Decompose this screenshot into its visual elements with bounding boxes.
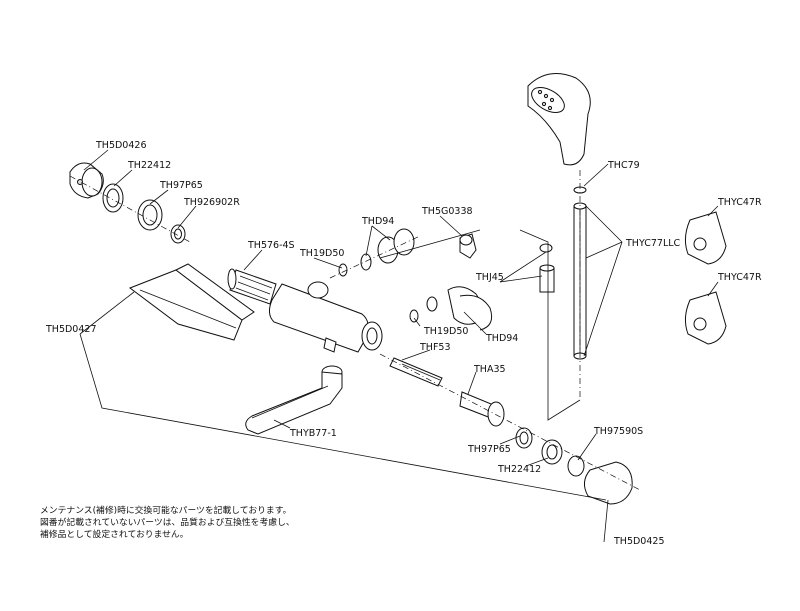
label-thyc47r-top: THYC47R — [717, 197, 762, 208]
note-line-3: 補修品として設定されておりません。 — [40, 530, 189, 540]
filter-chain — [379, 353, 641, 505]
label-th22412-bottom: TH22412 — [497, 464, 541, 475]
leader-lines — [79, 149, 719, 543]
spout — [245, 365, 343, 435]
label-th97590s: TH97590S — [593, 426, 643, 437]
note-line-2: 図番が記載されていないパーツは、品質および互換性を考慮し、 — [40, 518, 295, 528]
mixer-body — [268, 281, 383, 353]
note-line-1: メンテナンス(補修)時に交換可能なパーツを記載しております。 — [40, 506, 292, 516]
hose-adapter — [539, 243, 555, 293]
label-thc79: THC79 — [607, 160, 640, 171]
maintenance-note: メンテナンス(補修)時に交換可能なパーツを記載しております。 図番が記載されてい… — [40, 505, 360, 541]
label-tha35: THA35 — [473, 364, 506, 375]
middle-valve-parts — [409, 286, 493, 331]
label-th576-4s: TH576-4S — [247, 240, 295, 251]
part-labels: TH5D0426 TH22412 TH97P65 TH926902R TH5D0… — [45, 140, 762, 547]
label-th97p65-top: TH97P65 — [159, 180, 203, 191]
top-valve-parts — [329, 228, 421, 279]
elbow-fitting — [459, 233, 477, 259]
label-thj45: THJ45 — [475, 272, 504, 283]
label-th5d0425: TH5D0425 — [613, 536, 664, 547]
label-thyb77-1: THYB77-1 — [289, 428, 337, 439]
label-th926902r: TH926902R — [183, 197, 240, 208]
label-thf53: THF53 — [419, 342, 451, 353]
label-th97p65-bottom: TH97P65 — [467, 444, 511, 455]
left-handle-assembly — [69, 162, 191, 244]
label-thd94-mid: THD94 — [485, 333, 518, 344]
assembly-lines — [379, 229, 581, 421]
shower-assembly — [527, 73, 591, 400]
label-th19d50-top: TH19D50 — [299, 248, 344, 259]
label-th5g0338: TH5G0338 — [421, 206, 473, 217]
wall-plate — [128, 263, 255, 341]
cartridge — [227, 268, 277, 305]
label-th5d0426-top: TH5D0426 — [95, 140, 146, 151]
label-th19d50-mid: TH19D50 — [423, 326, 468, 337]
label-thyc47r-bottom: THYC47R — [717, 272, 762, 283]
label-thyc77llc: THYC77LLC — [625, 238, 681, 249]
shower-holders — [684, 211, 727, 345]
label-thd94-top: THD94 — [361, 216, 394, 227]
label-th5d0427: TH5D0427 — [45, 324, 96, 335]
label-th22412-top: TH22412 — [127, 160, 171, 171]
